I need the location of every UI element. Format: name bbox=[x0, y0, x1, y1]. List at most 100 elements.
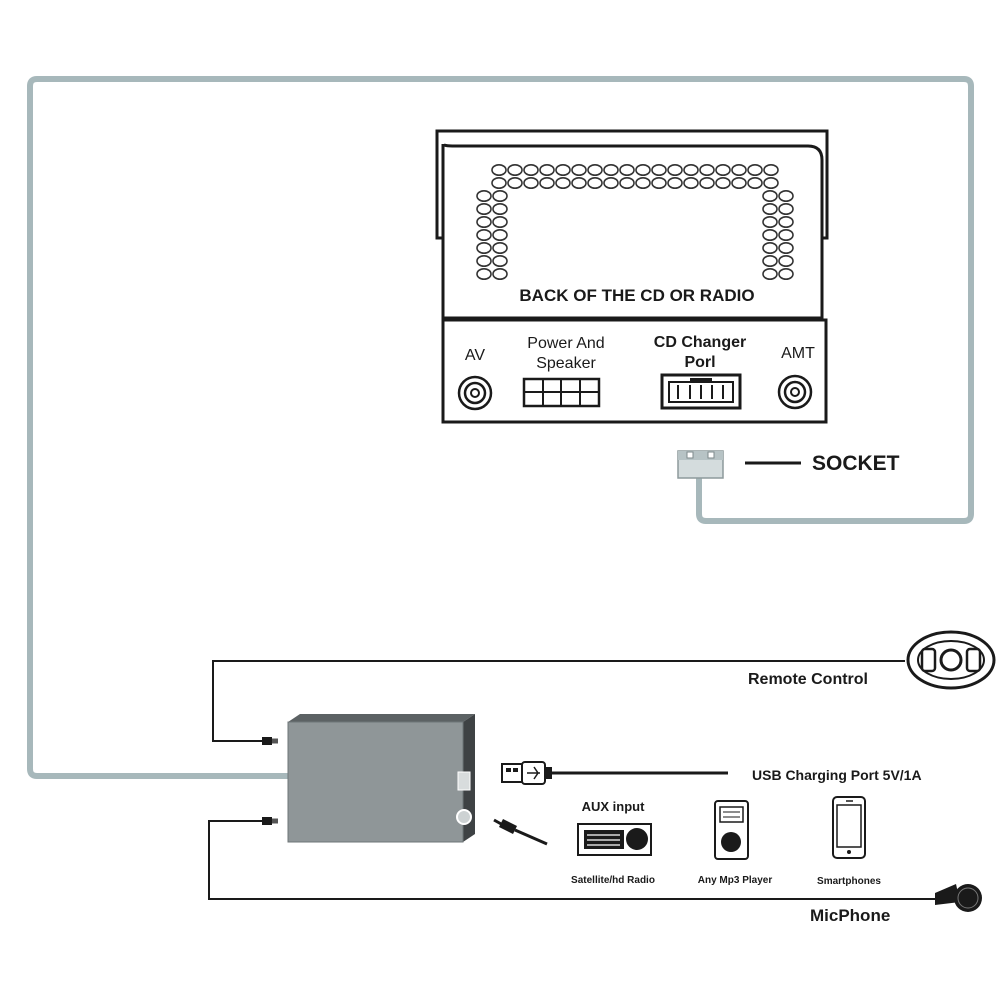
power-speaker-label-line2: Speaker bbox=[536, 355, 596, 372]
vent-hole bbox=[762, 216, 778, 229]
mic-cable bbox=[208, 820, 935, 900]
vent-hole bbox=[778, 216, 794, 229]
vent-hole bbox=[555, 177, 571, 190]
vent-hole bbox=[492, 267, 508, 280]
vent-hole bbox=[492, 255, 508, 268]
vent-hole bbox=[491, 177, 507, 190]
vent-hole bbox=[667, 177, 683, 190]
vent-hole bbox=[699, 164, 715, 177]
microphone-icon bbox=[935, 884, 982, 912]
vent-hole bbox=[539, 164, 555, 177]
vent-hole bbox=[778, 267, 794, 280]
cd-changer-label-line1: CD Changer bbox=[654, 334, 746, 351]
vent-hole bbox=[492, 242, 508, 255]
power-speaker-label-line1: Power And bbox=[527, 335, 604, 352]
vent-hole bbox=[635, 177, 651, 190]
vent-hole bbox=[762, 229, 778, 242]
vent-hole bbox=[763, 177, 779, 190]
av-label: AV bbox=[465, 347, 485, 364]
vent-hole bbox=[778, 203, 794, 216]
mp3-player-label: Any Mp3 Player bbox=[698, 875, 773, 886]
vent-hole bbox=[476, 242, 492, 255]
remote-control-label: Remote Control bbox=[748, 671, 868, 688]
vent-hole bbox=[476, 229, 492, 242]
vent-hole bbox=[683, 177, 699, 190]
radio-back-panel: BACK OF THE CD OR RADIO bbox=[435, 129, 829, 424]
vent-hole bbox=[778, 229, 794, 242]
vent-hole bbox=[619, 177, 635, 190]
vent-hole bbox=[492, 190, 508, 203]
remote-plug bbox=[262, 737, 278, 745]
vent-hole bbox=[492, 216, 508, 229]
micphone-label: MicPhone bbox=[810, 906, 890, 925]
vent-hole bbox=[747, 177, 763, 190]
vent-hole bbox=[762, 267, 778, 280]
vent-hole bbox=[571, 164, 587, 177]
back-panel-label: BACK OF THE CD OR RADIO bbox=[519, 286, 754, 305]
socket-plug bbox=[677, 450, 724, 479]
vent-hole bbox=[762, 203, 778, 216]
vent-hole bbox=[778, 190, 794, 203]
vent-hole bbox=[492, 203, 508, 216]
vent-hole bbox=[603, 164, 619, 177]
vent-hole bbox=[683, 164, 699, 177]
mic-plug bbox=[262, 817, 278, 825]
socket-label: SOCKET bbox=[812, 452, 900, 475]
vent-hole bbox=[715, 164, 731, 177]
vent-hole bbox=[778, 242, 794, 255]
vent-hole bbox=[507, 177, 523, 190]
vent-hole bbox=[476, 255, 492, 268]
mp3-player-icon bbox=[714, 800, 749, 860]
cd-changer-label-line2: Porl bbox=[684, 354, 715, 371]
vent-hole bbox=[747, 164, 763, 177]
av-jack bbox=[457, 375, 493, 411]
vent-hole bbox=[539, 177, 555, 190]
amt-jack bbox=[777, 374, 813, 410]
vent-hole bbox=[476, 203, 492, 216]
vent-hole bbox=[651, 164, 667, 177]
vent-hole bbox=[763, 164, 779, 177]
amt-label: AMT bbox=[781, 345, 815, 362]
smartphone-icon bbox=[832, 796, 866, 859]
vent-hole bbox=[523, 164, 539, 177]
aux-plug bbox=[493, 818, 548, 846]
vent-hole bbox=[476, 190, 492, 203]
satellite-radio-icon bbox=[577, 823, 652, 856]
usb-charging-label: USB Charging Port 5V/1A bbox=[752, 767, 922, 783]
power-speaker-connector bbox=[522, 377, 601, 408]
vent-hole bbox=[762, 255, 778, 268]
vent-hole bbox=[603, 177, 619, 190]
vent-holes bbox=[476, 164, 794, 280]
vent-hole bbox=[667, 164, 683, 177]
remote-cable bbox=[212, 660, 905, 742]
vent-hole bbox=[651, 177, 667, 190]
vent-hole bbox=[731, 164, 747, 177]
vent-hole bbox=[762, 242, 778, 255]
aux-input-label: AUX input bbox=[582, 799, 645, 814]
vent-hole bbox=[476, 216, 492, 229]
remote-control-icon bbox=[906, 630, 996, 690]
vent-hole bbox=[587, 177, 603, 190]
vent-hole bbox=[731, 177, 747, 190]
vent-hole bbox=[587, 164, 603, 177]
adapter-box bbox=[287, 714, 475, 843]
vent-hole bbox=[555, 164, 571, 177]
main-cable bbox=[27, 76, 974, 779]
vent-hole bbox=[571, 177, 587, 190]
vent-hole bbox=[715, 177, 731, 190]
usb-plug bbox=[501, 761, 552, 785]
vent-hole bbox=[492, 229, 508, 242]
vent-hole bbox=[778, 255, 794, 268]
vent-hole bbox=[491, 164, 507, 177]
vent-hole bbox=[762, 190, 778, 203]
vent-hole bbox=[699, 177, 715, 190]
satellite-radio-label: Satellite/hd Radio bbox=[571, 875, 655, 886]
vent-hole bbox=[523, 177, 539, 190]
vent-hole bbox=[507, 164, 523, 177]
vent-hole bbox=[635, 164, 651, 177]
vent-hole bbox=[619, 164, 635, 177]
vent-hole bbox=[476, 267, 492, 280]
cd-changer-port bbox=[660, 373, 742, 410]
smartphones-label: Smartphones bbox=[817, 876, 881, 887]
